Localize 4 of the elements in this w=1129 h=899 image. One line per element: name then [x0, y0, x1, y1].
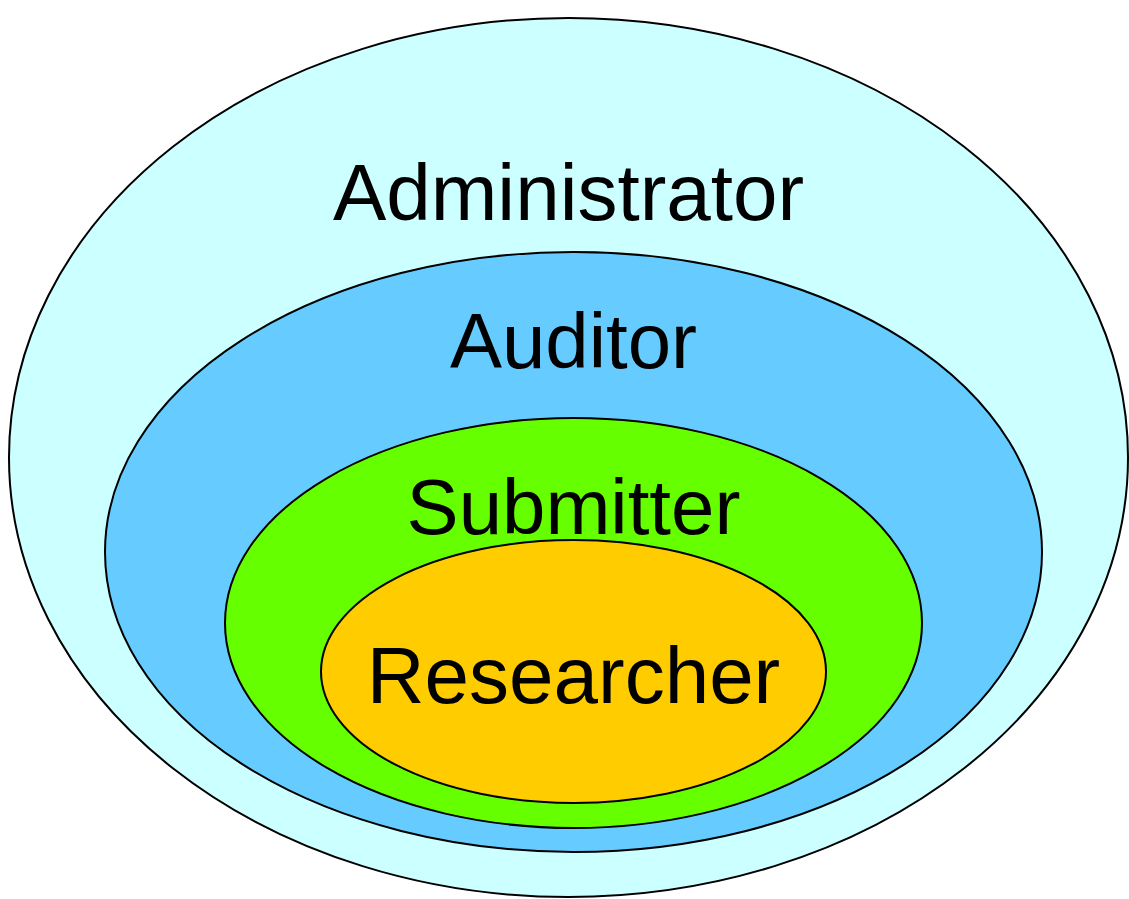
role-label: Auditor	[449, 302, 698, 380]
role-label: Administrator	[332, 153, 805, 233]
role-label: Submitter	[406, 468, 741, 546]
role-label: Researcher	[366, 636, 781, 716]
